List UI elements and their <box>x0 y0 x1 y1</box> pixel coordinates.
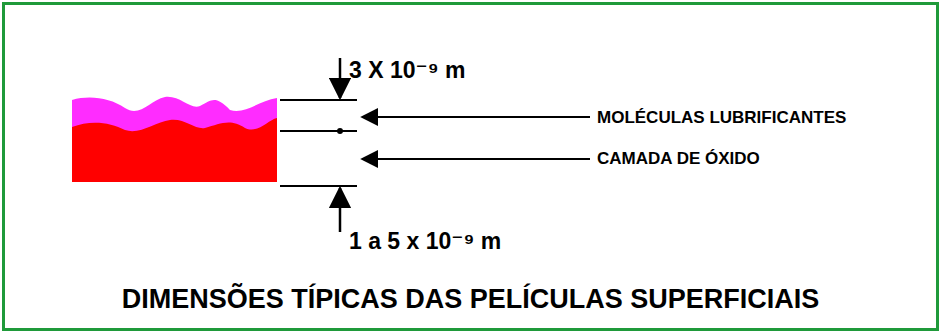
dimension-label: 1 a 5 x 10⁻⁹ m <box>349 228 501 254</box>
dimension-line <box>280 99 357 101</box>
callout-label: MOLÉCULAS LUBRIFICANTES <box>597 108 846 128</box>
dimension-line <box>280 130 357 132</box>
dimension-label: 3 X 10⁻⁹ m <box>349 57 465 83</box>
dimension-arrow <box>339 188 342 232</box>
lubricant-layer <box>72 97 277 182</box>
diagram-title: DIMENSÕES TÍPICAS DAS PELÍCULAS SUPERFIC… <box>122 284 820 315</box>
metal-oxide-body <box>72 118 277 182</box>
dimension-line <box>280 185 357 187</box>
boundary-dot <box>337 128 343 134</box>
leader-arrow <box>362 158 590 160</box>
dimension-arrow <box>339 58 342 98</box>
callout-label: CAMADA DE ÓXIDO <box>597 149 760 169</box>
leader-arrow <box>362 116 590 118</box>
frame-border <box>4 4 938 330</box>
